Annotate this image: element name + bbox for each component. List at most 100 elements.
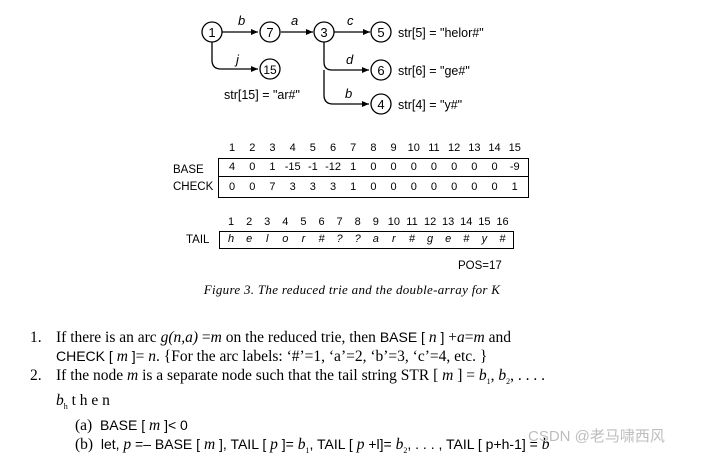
array-cell: 15 (508, 142, 521, 154)
array-cell: 12 (423, 216, 437, 228)
array-cell: 0 (410, 181, 417, 193)
node-15: 15 (259, 58, 281, 80)
array-cell: 3 (329, 181, 337, 193)
arc-3-4 (323, 70, 369, 107)
array-cell: 3 (269, 142, 276, 154)
array-cell: 11 (406, 216, 418, 228)
step-text: If the node (56, 367, 128, 384)
array-cell: 4 (229, 161, 236, 173)
tail-label: TAIL (186, 234, 210, 246)
var-m: m (442, 367, 454, 384)
bracket: ]= (277, 436, 298, 453)
array-cell: 2 (249, 142, 256, 154)
array-cell: h (227, 233, 235, 245)
array-cell: ? (336, 233, 343, 245)
var-p: p (356, 436, 365, 454)
step-2a: (a) BASE [ m ]< 0 (75, 416, 700, 435)
array-cell: 1 (269, 161, 276, 173)
tail-string: str[6] = "ge#" (398, 64, 470, 78)
array-cell: 0 (249, 181, 256, 193)
array-cell: 3 (289, 181, 296, 193)
node-3: 3 (313, 21, 335, 43)
step-text: =– (131, 436, 155, 453)
array-cell: # (408, 233, 416, 245)
node-7: 7 (259, 21, 281, 43)
array-cell: 0 (491, 181, 498, 193)
array-cell: 7 (350, 142, 357, 154)
array-cell: y (481, 233, 488, 245)
svg-text:5: 5 (377, 25, 384, 40)
tail-keyword: TAIL [ (230, 436, 271, 453)
var-m: m (116, 348, 128, 365)
array-cell: # (499, 233, 506, 245)
arc-3-6 (323, 42, 369, 73)
array-cell: 1 (229, 142, 236, 154)
array-cell: 12 (448, 142, 461, 154)
step-text: , . . . , TAIL [ p+h-1] = (407, 436, 538, 453)
sub-label: (a) (75, 417, 93, 435)
array-cell: o (282, 233, 289, 245)
step-text: = (464, 329, 474, 346)
array-cell: 9 (390, 142, 397, 154)
array-cell: 1 (350, 161, 357, 173)
array-cell: 11 (428, 142, 440, 154)
array-cell: 0 (451, 161, 458, 173)
var-b: b (297, 436, 306, 454)
step-text: If there is an arc (56, 329, 161, 346)
var-m: m (210, 329, 222, 346)
array-cell: 0 (471, 181, 478, 193)
step-text: , (309, 436, 318, 453)
step-text: and (484, 329, 511, 346)
var-a: a (457, 329, 465, 346)
var-b: b (395, 436, 404, 454)
array-cell: 0 (410, 161, 417, 173)
step-1: 1. If there is an arc g(n,a) =m on the r… (30, 328, 700, 366)
array-cell: g (427, 233, 434, 245)
array-cell: 7 (336, 216, 343, 228)
array-cell: 0 (370, 161, 377, 173)
base-label: BASE (173, 164, 204, 176)
step-text: let, (100, 436, 124, 453)
step-text: t h e n (67, 392, 110, 410)
array-cell: 7 (269, 181, 276, 193)
array-cell: 0 (491, 161, 498, 173)
bracket: ] (436, 329, 445, 345)
array-cell: 6 (329, 142, 337, 154)
var-m: m (127, 367, 139, 384)
bracket: ], (215, 436, 231, 453)
array-cell: 0 (471, 161, 478, 173)
tail-table (219, 231, 514, 249)
array-cell: # (463, 233, 470, 245)
array-cell: 1 (511, 181, 518, 193)
step-text: + (444, 329, 457, 346)
subscript: 1 (305, 446, 310, 456)
array-cell: 10 (387, 216, 401, 228)
base-keyword: BASE [ (379, 329, 429, 345)
var-b: b (56, 392, 64, 410)
algorithm-steps: 1. If there is an arc g(n,a) =m on the r… (30, 328, 700, 460)
base-keyword: BASE [ (154, 436, 204, 453)
array-cell: 5 (309, 142, 316, 154)
step-text: . {For the arc labels: ‘#’=1, ‘a’=2, ‘b’… (156, 348, 488, 365)
node-5: 5 (370, 21, 392, 43)
array-cell: 15 (478, 216, 491, 228)
arc-label: j (234, 52, 240, 67)
step-text: = (135, 348, 149, 365)
figure-caption: Figure 3. The reduced trie and the doubl… (203, 282, 501, 297)
step-text: on the reduced trie, then (221, 329, 380, 346)
var-b: b (541, 436, 550, 454)
array-cell: -9 (509, 161, 520, 173)
step-text: = (198, 329, 211, 346)
node-1: 1 (201, 21, 223, 43)
step-text: ] = (453, 367, 479, 384)
array-cell: 1 (227, 216, 235, 228)
array-cell: 13 (468, 142, 481, 154)
tail-string: str[4] = "y#" (398, 98, 462, 112)
array-cell: a (372, 233, 379, 245)
step-2: 2. If the node m is a separate node such… (30, 366, 700, 460)
step-2b: (b) let, p =– BASE [ m ], TAIL [ p ]= b1… (75, 435, 700, 460)
var-m: m (148, 417, 161, 435)
